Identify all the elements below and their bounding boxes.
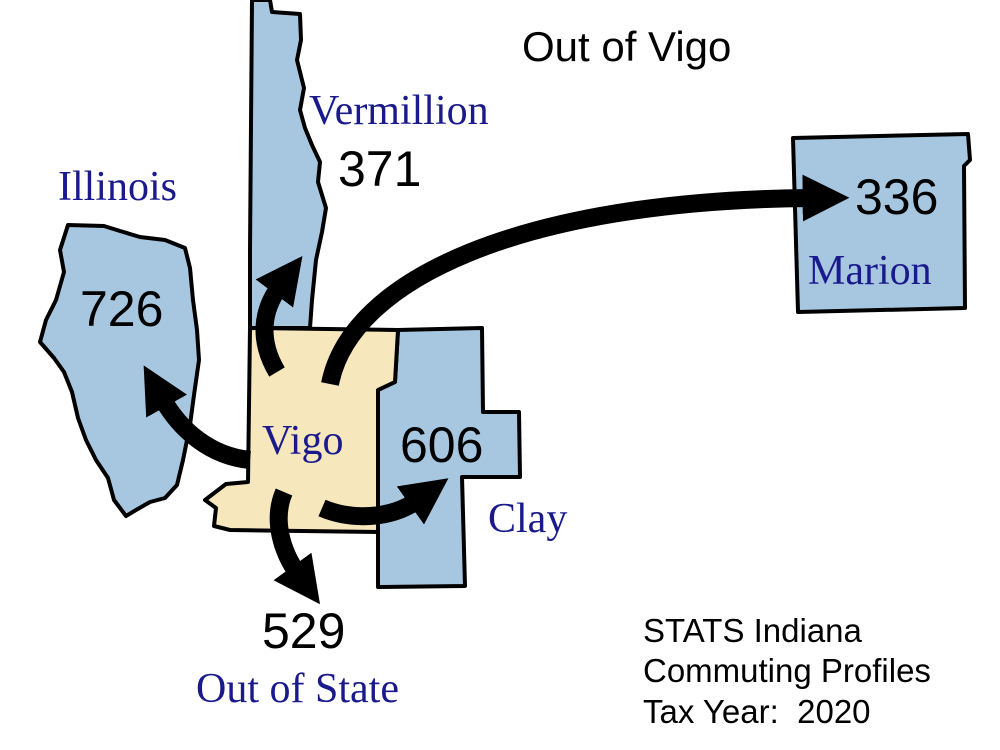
marion-label: Marion: [808, 248, 932, 294]
arrow-to-marion: [321, 174, 850, 386]
source-credit: STATS Indiana Commuting Profiles Tax Yea…: [643, 611, 931, 732]
clay-label: Clay: [488, 496, 568, 542]
map-title: Out of Vigo: [522, 23, 732, 70]
credit-line-1: STATS Indiana: [643, 612, 862, 649]
marion-count: 336: [855, 169, 939, 225]
out-of-state-label: Out of State: [196, 666, 399, 712]
out-of-state-count: 529: [262, 603, 346, 659]
arrow-to-vermillion: [255, 256, 303, 377]
flow-arrows: [143, 174, 850, 605]
illinois-shape: [38, 223, 201, 518]
vigo-county-shape: [203, 326, 400, 534]
arrow-to-out-of-state: [269, 488, 321, 605]
vermillion-county-shape: [248, 0, 328, 330]
illinois-count: 726: [80, 281, 164, 337]
clay-count: 606: [400, 417, 484, 473]
illinois-label: Illinois: [58, 164, 178, 210]
credit-line-2: Commuting Profiles: [643, 652, 931, 690]
vermillion-count: 371: [338, 141, 422, 197]
vigo-label: Vigo: [262, 418, 344, 464]
arrow-to-clay: [318, 478, 449, 526]
vermillion-label: Vermillion: [309, 88, 489, 134]
arrow-to-illinois: [143, 365, 252, 469]
credit-line-3: Tax Year: 2020: [643, 692, 871, 730]
